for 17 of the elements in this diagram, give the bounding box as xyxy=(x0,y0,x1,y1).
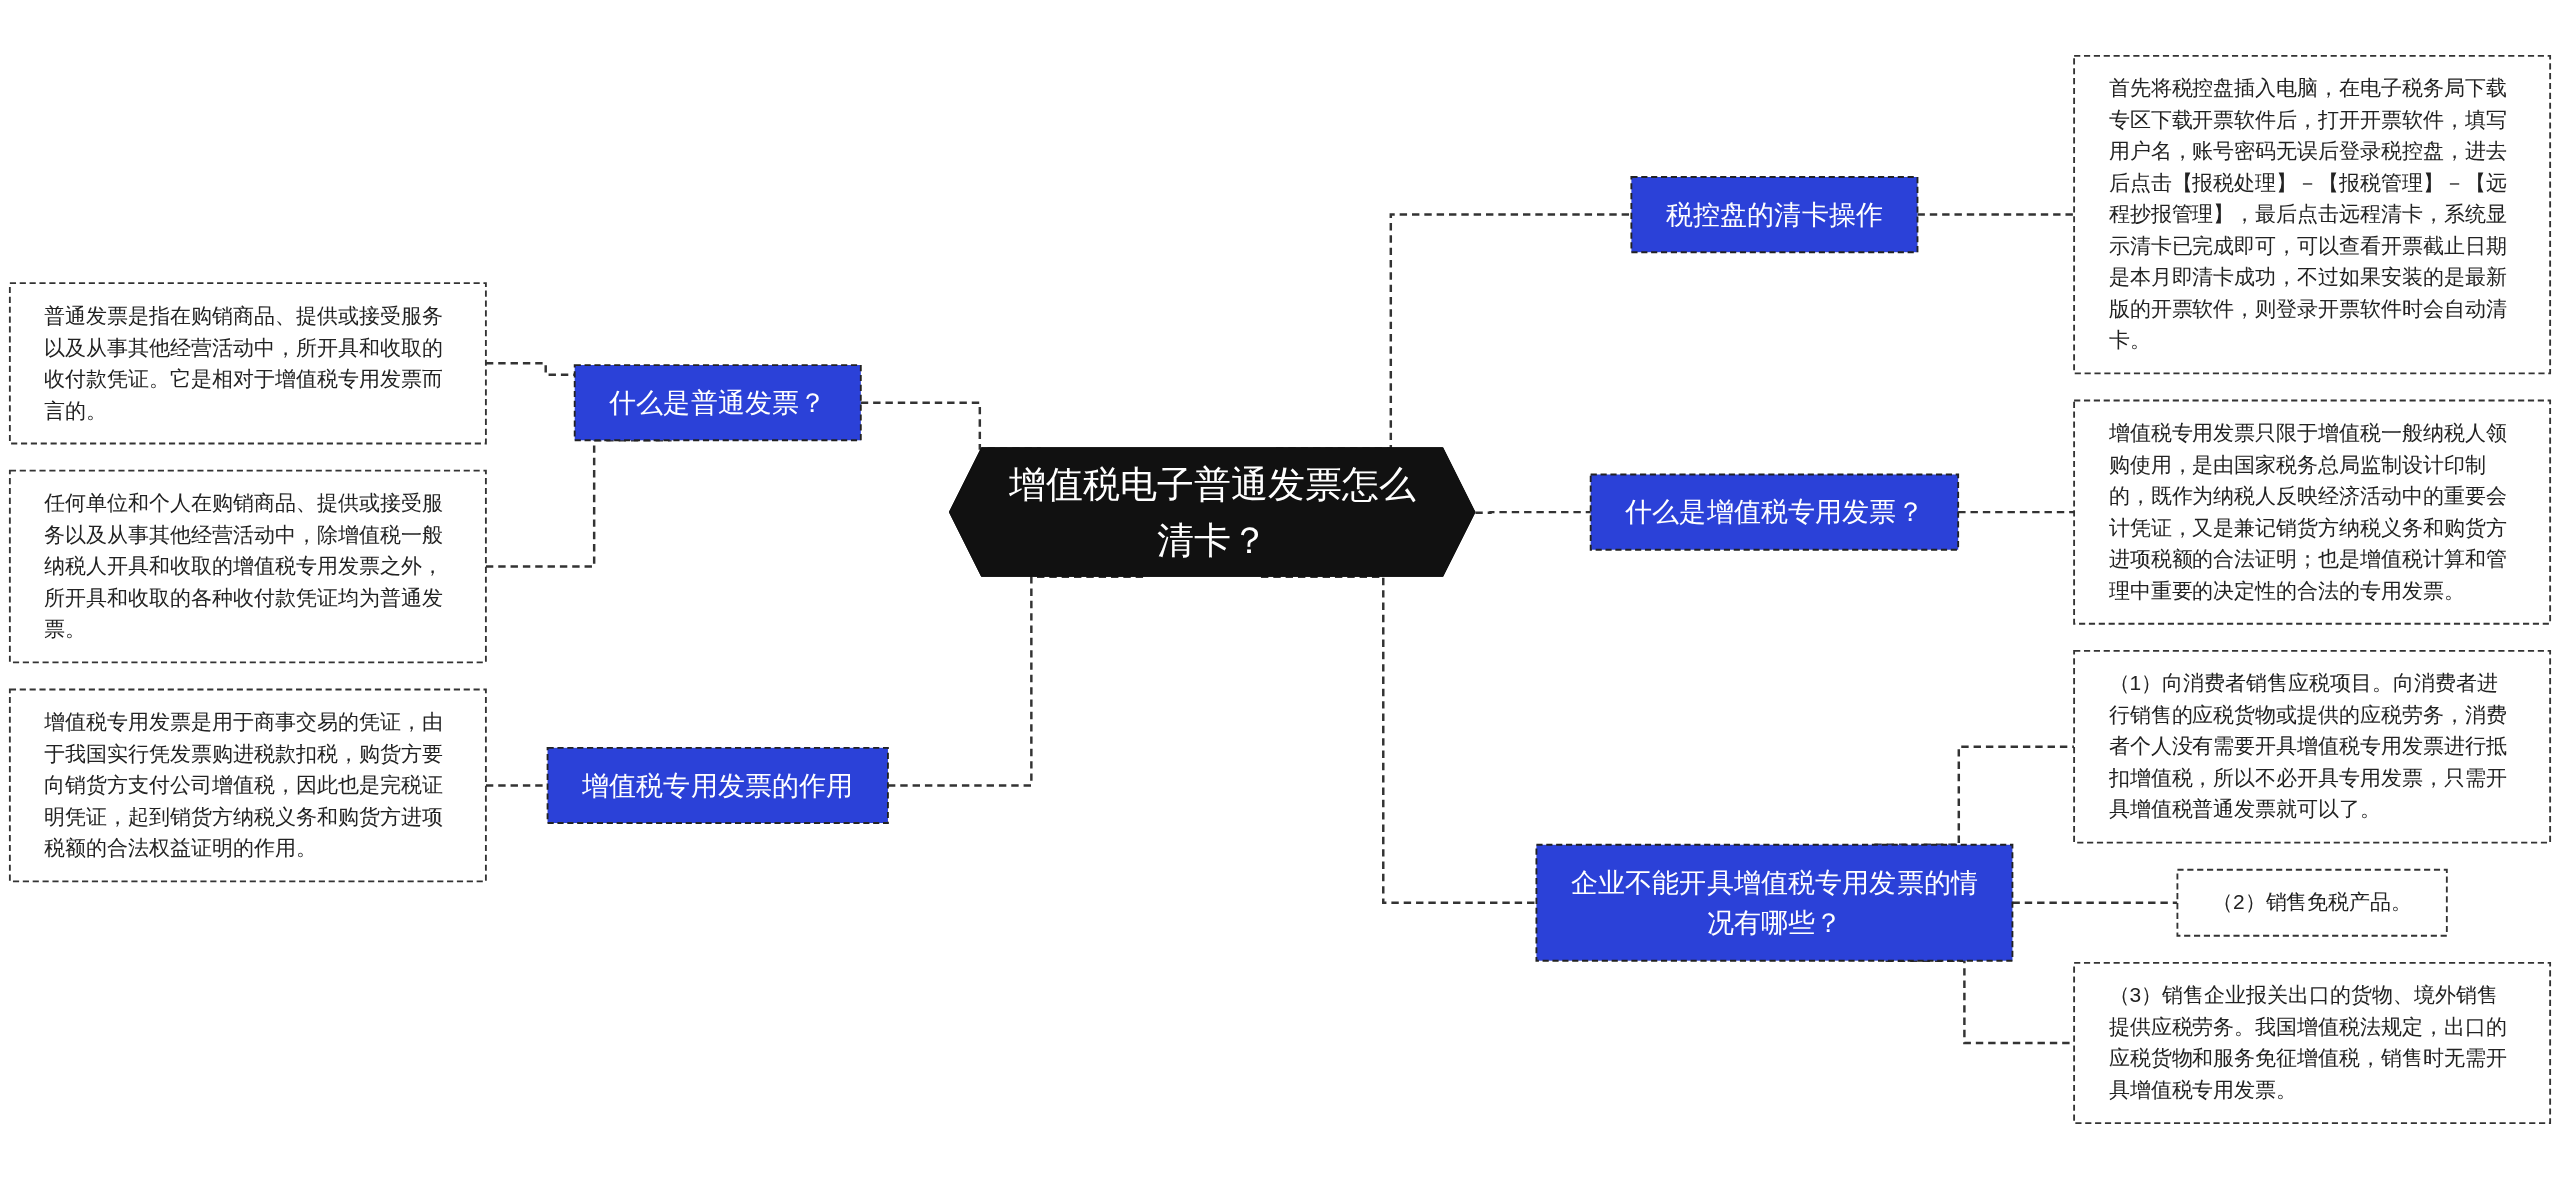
node-box: 税控盘的清卡操作 xyxy=(1630,176,1919,254)
node-box: （3）销售企业报关出口的货物、境外销售提供应税劳务。我国增值税法规定，出口的应税货物和服务免征增值税，销售时无需开具增值税专用发票。 xyxy=(2073,961,2552,1125)
node-box: 增值税专用发票的作用 xyxy=(546,746,889,824)
node-box: 什么是增值税专用发票？ xyxy=(1589,473,1960,551)
connector xyxy=(1958,510,2075,514)
connector xyxy=(2012,901,2178,904)
node-box: 增值税专用发票是用于商事交易的凭证，由于我国实行凭发票购进税款扣税，购货方要向销货方支付公司增值税，因此也是完税证明凭证，起到销货方纳税义务和购货方进项税额的合法权益证明的作用。 xyxy=(8,688,487,883)
connector xyxy=(1917,213,2075,216)
node-box: （1）向消费者销售应税项目。向消费者进行销售的应税货物或提供的应税劳务，消费者个人没有需要开具增值税专用发票进行抵扣增值税，所以不必开具专用发票，只需开具增值税普通发票就可以了。 xyxy=(2073,649,2552,844)
node-box: 任何单位和个人在购销商品、提供或接受服务以及从事其他经营活动中，除增值税一般纳税人开具和收取的增值税专用发票之外，所开具和收取的各种收付款凭证均为普通发票。 xyxy=(8,469,487,664)
node-box: 什么是普通发票？ xyxy=(573,364,862,442)
node-box: （2）销售免税产品。 xyxy=(2176,868,2448,937)
node-box: 普通发票是指在购销商品、提供或接受服务以及从事其他经营活动中，所开具和收取的收付款凭证。它是相对于增值税专用发票而言的。 xyxy=(8,282,487,445)
node-box: 首先将税控盘插入电脑，在电子税务局下载专区下载开票软件后，打开开票软件，填写用户名，账号密码无误后登录税控盘，进去后点击【报税处理】－【报税管理】－【远程抄报管理】，最后点击远程清卡，系统显示清卡已完成即可，可以查看开票截止日期是本月即清卡成功，不过如果安装的是最新版的开票软件，则登录开票软件时会自动清卡。 xyxy=(2073,54,2552,375)
node-box: 企业不能开具增值税专用发票的情况有哪些？ xyxy=(1535,843,2014,962)
node-box: 增值税专用发票只限于增值税一般纳税人领购使用，是由国家税务总局监制设计印制的，既作为纳税人反映经济活动中的重要会计凭证，又是兼记销货方纳税义务和购货方进项税额的合法证明；也是增值税计算和管理中重要的决定性的合法的专用发票。 xyxy=(2073,399,2552,625)
connector xyxy=(1475,510,1591,514)
